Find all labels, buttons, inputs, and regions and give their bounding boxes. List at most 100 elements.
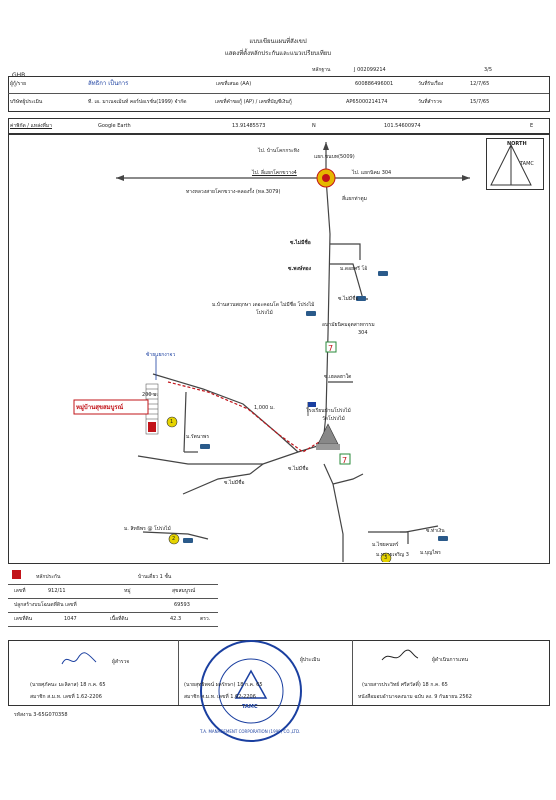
north-logo: TAMC bbox=[520, 161, 534, 167]
sig2-license: สมาชิก ส.ม.ท. เลขที่ 1.62-2206 bbox=[184, 694, 256, 700]
temple-icon bbox=[316, 423, 340, 450]
north-arrow-icon bbox=[490, 143, 532, 186]
footer-job-code: รหัสงาน 3-65G070358 bbox=[14, 712, 68, 718]
seven-eleven-icon-2: 7 bbox=[339, 453, 351, 465]
page-subtitle: แสดงที่ตั้งหลักประกันและแนวเปรียบเทียบ bbox=[224, 50, 332, 57]
label-comp-2: ม. สิทธิพร @ โปร่งไม้ bbox=[124, 526, 171, 532]
loan-no-label: เลขที่เสนอ (AA) bbox=[216, 81, 252, 87]
check-date: 15/7/65 bbox=[470, 99, 490, 105]
marker-3 bbox=[380, 552, 392, 562]
label-soi-3: ซ.ไม่มีชื่อ bbox=[338, 296, 359, 302]
marker-2-label: 2 bbox=[172, 536, 176, 542]
label-soi-1: ซ.ไม่มีชื่อ bbox=[290, 240, 311, 246]
signature-3-image bbox=[381, 649, 419, 661]
label-shop: ม.ดอยศรี โอ้ bbox=[340, 266, 368, 272]
label-junction: แยก.ชนบท(5009) bbox=[314, 154, 355, 160]
area-unit: ตรว. bbox=[200, 616, 211, 622]
road-south-west bbox=[182, 473, 251, 495]
label-subject: หมู่บ้านสุขสมบูรณ์ bbox=[76, 404, 124, 411]
signature-block bbox=[8, 640, 550, 706]
road-west bbox=[137, 443, 325, 465]
subject-plot bbox=[148, 422, 156, 432]
sig1-license: สมาชิก ส.ม.ท. เลขที่ 1.62-2206 bbox=[30, 694, 102, 700]
owner-value: ลัทธิกา เป็นการ bbox=[88, 80, 129, 87]
soi-ratanaporn bbox=[183, 391, 187, 453]
legend-label: หลักประกัน bbox=[36, 574, 61, 580]
north-label: NORTH bbox=[507, 141, 527, 147]
latitude: 13.91485573 bbox=[232, 123, 266, 129]
label-highway: ทางหลวงสายโคกขวาง-คลองรั้ง (ทล.3079) bbox=[186, 189, 281, 195]
ghb-logo: GHB bbox=[12, 72, 26, 79]
title-no: 69593 bbox=[174, 602, 190, 608]
traffic-light-icon bbox=[316, 168, 336, 188]
recv-date-label: วันที่รับเรื่อง bbox=[418, 81, 444, 87]
sig3-role: ผู้ดำเนินการแทน bbox=[432, 657, 468, 663]
arrow-left-icon bbox=[116, 175, 124, 181]
page-number: 3/5 bbox=[484, 67, 493, 73]
appraiser-value: ที. เอ. มาเนจเม้นท์ คอร์ปอเรชั่น(1999) จ… bbox=[88, 99, 187, 105]
label-soi-7: ซ.ท่าเงิน bbox=[426, 528, 445, 534]
ap-no: AP65000214174 bbox=[346, 99, 388, 105]
label-comp-3a: ม.ไชยคนทร์ bbox=[372, 542, 399, 548]
svg-text:7: 7 bbox=[342, 456, 347, 465]
map-drawing: 7 7 bbox=[73, 142, 470, 562]
sig2-name: (นายสุทธิพจน์ ผลรักษา) 18 ก.ค. 65 bbox=[184, 682, 263, 688]
road-south bbox=[323, 463, 344, 562]
coords-row bbox=[8, 118, 550, 134]
sig3-name: (นายสารประวิทย์ ศรีสวัสดิ์) 18 ก.ค. 65 bbox=[362, 682, 448, 688]
sig3-license: หนังสือมอบอำนาจลงนาม ฉบับ ลง. 9 กันยายน … bbox=[358, 694, 472, 700]
recv-date: 12/7/65 bbox=[470, 81, 490, 87]
sig1-role: ผู้สำรวจ bbox=[112, 659, 130, 665]
label-factory: อนามัยนิคมอุตสาหกรรม bbox=[322, 322, 375, 328]
land-label: เลขที่ดิน bbox=[14, 616, 33, 622]
label-handnote: ซ้ายแยกงาจว bbox=[146, 352, 176, 358]
label-comp-3c: ม.ทรายเจริญ 3 bbox=[376, 552, 409, 558]
house-type: บ้านเดี่ยว 1 ชั้น bbox=[138, 574, 172, 580]
label-soi-4: ซ.เฮลลฮาใต bbox=[324, 374, 352, 380]
title-label: ปลูกสร้างบนโฉนดที่ดิน เลขที่ bbox=[14, 602, 77, 608]
coords-label: ค่าพิกัด / แหล่งที่มา bbox=[10, 123, 53, 129]
svg-text:7: 7 bbox=[328, 344, 333, 353]
sig1-name: (นายศุภัคนะ มะลิลาส) 18 ก.ค. 65 bbox=[30, 682, 106, 688]
label-comp-3b: ม.บุญไพร bbox=[420, 550, 441, 556]
label-right-dir: ไป. แยกนิคม 304 bbox=[352, 170, 392, 176]
appraiser-label: บริษัทผู้ประเมิน bbox=[10, 99, 43, 105]
road-lower-left bbox=[142, 531, 209, 540]
label-school: โรงเรียนบ้านโปร่งไม้ bbox=[306, 408, 351, 414]
label-temple: วัดโปร่งไม้ bbox=[322, 416, 345, 422]
marker-1 bbox=[166, 416, 178, 428]
doc-no: J 002099214 bbox=[354, 67, 386, 73]
map-frame bbox=[8, 134, 550, 564]
road-to-subject bbox=[152, 373, 299, 453]
school-flag-icon bbox=[307, 402, 316, 416]
marker-2 bbox=[168, 533, 180, 545]
marker-1-label: 1 bbox=[170, 419, 174, 425]
owner-label: ผู้กู้/ราย bbox=[10, 81, 27, 87]
legend-swatch bbox=[12, 570, 21, 579]
loan-no: 600886496001 bbox=[355, 81, 394, 87]
info-table bbox=[8, 76, 550, 112]
road-main bbox=[323, 177, 331, 435]
label-factory-no: 304 bbox=[358, 330, 368, 336]
label-soi-6: ซ.ไม่มีชื่อ bbox=[224, 480, 245, 486]
land-no: 1047 bbox=[64, 616, 77, 622]
check-date-label: วันที่สำรวจ bbox=[418, 99, 442, 105]
doc-no-label: หลักฐาน bbox=[312, 67, 331, 73]
moo-label: หมู่ bbox=[124, 588, 131, 594]
stamp-logo: TAMC bbox=[242, 704, 258, 710]
longitude-dir: E bbox=[530, 123, 534, 129]
label-top-left-road: ไป. บ้านโคกกระทิง bbox=[258, 148, 300, 154]
car-icons bbox=[183, 271, 448, 543]
area-label: เนื้อที่ดิน bbox=[110, 616, 129, 622]
label-soi-2: ซ.พงษ์ทอง bbox=[288, 266, 312, 272]
label-village-1b: โปร่งไม้ bbox=[256, 310, 273, 316]
signature-1-image bbox=[61, 652, 97, 665]
no-label: เลขที่ bbox=[14, 588, 26, 594]
north-arrow-box: NORTH TAMC bbox=[486, 138, 544, 190]
label-dist-1000: 1,000 ม. bbox=[254, 405, 275, 411]
coords-source: Google Earth bbox=[98, 123, 131, 129]
longitude: 101.54600974 bbox=[384, 123, 421, 129]
route-dashed bbox=[167, 381, 325, 453]
arrow-right-icon bbox=[462, 175, 470, 181]
company-stamp bbox=[200, 640, 302, 742]
